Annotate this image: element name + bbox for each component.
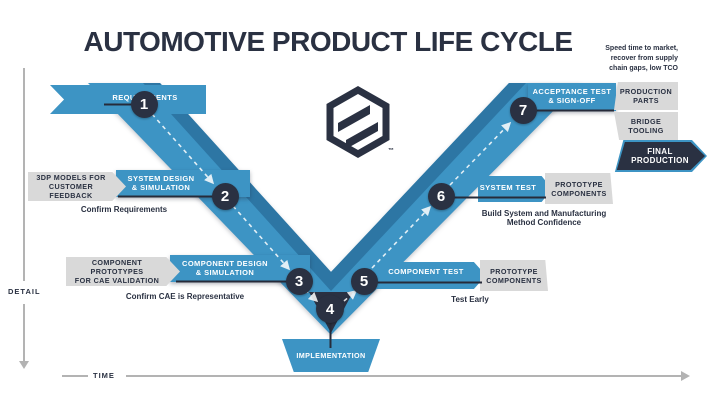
stage5-number-badge: 5: [350, 267, 378, 295]
bridge-tooling-ribbon: BRIDGE TOOLING: [614, 112, 678, 140]
detail-axis-arrowhead: [19, 361, 29, 369]
benefit-note-line2: recover from supply: [610, 55, 678, 62]
stage5-label: COMPONENT TEST: [388, 267, 464, 276]
stage3-input-line2: FOR CAE VALIDATION: [74, 276, 160, 285]
stage5-caption: Test Early: [451, 295, 489, 304]
stage3-label-line2: & SIMULATION: [195, 267, 255, 277]
bridge-tooling-line1: BRIDGE: [630, 117, 662, 126]
stage5-output-ribbon: PROTOTYPE COMPONENTS: [480, 260, 548, 291]
stage5-output-line1: PROTOTYPE: [490, 266, 538, 276]
stage7-output-ribbon: PRODUCTION PARTS: [614, 82, 678, 110]
stage1-number-badge: 1: [130, 90, 158, 118]
stage7-ribbon: ACCEPTANCE TEST & SIGN-OFF: [528, 83, 616, 111]
stage3-label-line1: COMPONENT DESIGN: [182, 258, 268, 268]
stage2-label-line2: & SIMULATION: [131, 182, 191, 192]
stage7-output-line1: PRODUCTION: [619, 87, 673, 96]
stage3-input-line1: COMPONENT PROTOTYPES: [90, 258, 144, 276]
stage4-number-badge: 4: [316, 295, 344, 323]
axes-lines: [23, 68, 682, 377]
stage6-caption-line2: Method Confidence: [506, 218, 582, 227]
stage2-input-line1: 3DP MODELS FOR: [36, 173, 106, 182]
final-production-line2: PRODUCTION: [631, 156, 689, 165]
bridge-tooling-line2: TOOLING: [628, 126, 664, 135]
stage5-output-line2: COMPONENTS: [486, 275, 542, 285]
stage5-ribbon: COMPONENT TEST: [376, 262, 486, 289]
stage7-number-badge: 7: [509, 96, 537, 124]
stage6-label: SYSTEM TEST: [479, 182, 537, 192]
time-axis-label: TIME: [93, 371, 115, 380]
stage7-label-line2: & SIGN-OFF: [548, 95, 596, 105]
stage7-label-line1: ACCEPTANCE TEST: [532, 86, 612, 96]
stage6-number-badge: 6: [427, 182, 455, 210]
stage6-output-ribbon: PROTOTYPE COMPONENTS: [545, 173, 613, 204]
stage6-caption-line1: Build System and Manufacturing: [481, 209, 607, 218]
stage6-output-line2: COMPONENTS: [551, 188, 607, 198]
page-title: AUTOMOTIVE PRODUCT LIFE CYCLE: [83, 26, 574, 57]
stage3-caption: Confirm CAE is Representative: [125, 292, 245, 301]
final-production-line1: FINAL: [647, 147, 673, 156]
detail-axis-label: DETAIL: [8, 287, 41, 296]
logo-trademark: ™: [388, 148, 394, 154]
stage6-output-line1: PROTOTYPE: [555, 179, 603, 189]
stage3-number-badge: 3: [285, 267, 313, 295]
stage3-input-ribbon: COMPONENT PROTOTYPES FOR CAE VALIDATION: [66, 257, 180, 286]
benefit-note: Speed time to market, recover from suppl…: [548, 44, 678, 74]
final-production-arrow: FINAL PRODUCTION: [614, 140, 707, 172]
stage7-output-line2: PARTS: [633, 96, 659, 105]
company-logo-icon: [326, 85, 390, 159]
benefit-note-line1: Speed time to market,: [605, 45, 678, 52]
benefit-note-line3: chain gaps, low TCO: [609, 65, 678, 72]
stage6-caption: Build System and Manufacturing Method Co…: [468, 209, 620, 227]
stage2-input-line2: CUSTOMER FEEDBACK: [48, 182, 94, 200]
stage2-input-ribbon: 3DP MODELS FOR CUSTOMER FEEDBACK: [28, 172, 126, 201]
time-axis-arrowhead: [681, 371, 690, 381]
stage2-label-line1: SYSTEM DESIGN: [127, 173, 195, 183]
stage2-number-badge: 2: [211, 182, 239, 210]
stage4-label: IMPLEMENTATION: [296, 351, 366, 360]
stage2-caption: Confirm Requirements: [80, 205, 168, 214]
